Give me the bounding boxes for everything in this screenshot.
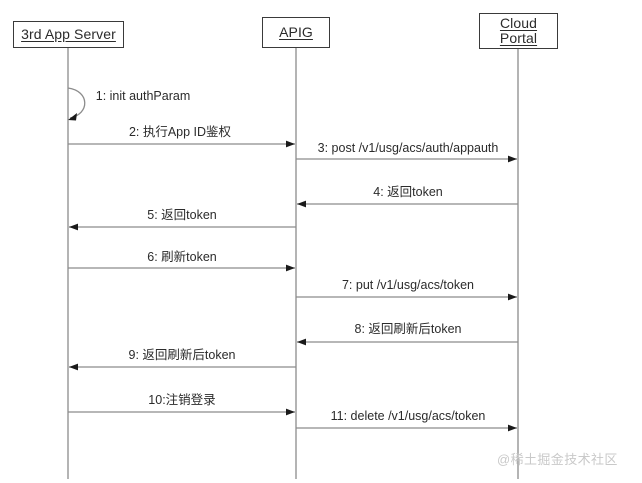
participant-label-app: 3rd App Server	[21, 26, 116, 42]
message-label-9: 9: 返回刷新后token	[128, 348, 236, 362]
message-1	[67, 87, 86, 121]
message-9	[69, 363, 296, 371]
message-3	[296, 155, 517, 163]
message-7	[296, 293, 517, 301]
message-label-5: 5: 返回token	[147, 208, 217, 222]
message-label-1: 1: init authParam	[95, 89, 191, 103]
message-label-6: 6: 刷新token	[147, 250, 217, 264]
message-label-3: 3: post /v1/usg/acs/auth/appauth	[317, 141, 499, 155]
message-label-4: 4: 返回token	[373, 185, 443, 199]
participant-label-portal: Portal	[499, 30, 538, 46]
message-label-7: 7: put /v1/usg/acs/token	[341, 278, 475, 292]
message-6	[68, 264, 295, 272]
message-2	[68, 140, 295, 148]
participant-label-apig: APIG	[279, 24, 313, 40]
message-label-8: 8: 返回刷新后token	[354, 322, 462, 336]
message-label-11: 11: delete /v1/usg/acs/token	[330, 409, 486, 423]
message-10	[68, 408, 295, 416]
watermark-text: @稀土掘金技术社区	[497, 452, 618, 467]
message-5	[69, 223, 296, 231]
message-8	[297, 338, 518, 346]
participant-label-portal: Cloud	[499, 15, 538, 31]
message-11	[296, 424, 517, 432]
message-4	[297, 200, 518, 208]
participant-box-apig[interactable]: APIG	[262, 17, 330, 48]
message-label-10: 10:注销登录	[148, 393, 216, 407]
message-label-2: 2: 执行App ID鉴权	[128, 125, 232, 139]
participant-box-app[interactable]: 3rd App Server	[13, 21, 124, 48]
